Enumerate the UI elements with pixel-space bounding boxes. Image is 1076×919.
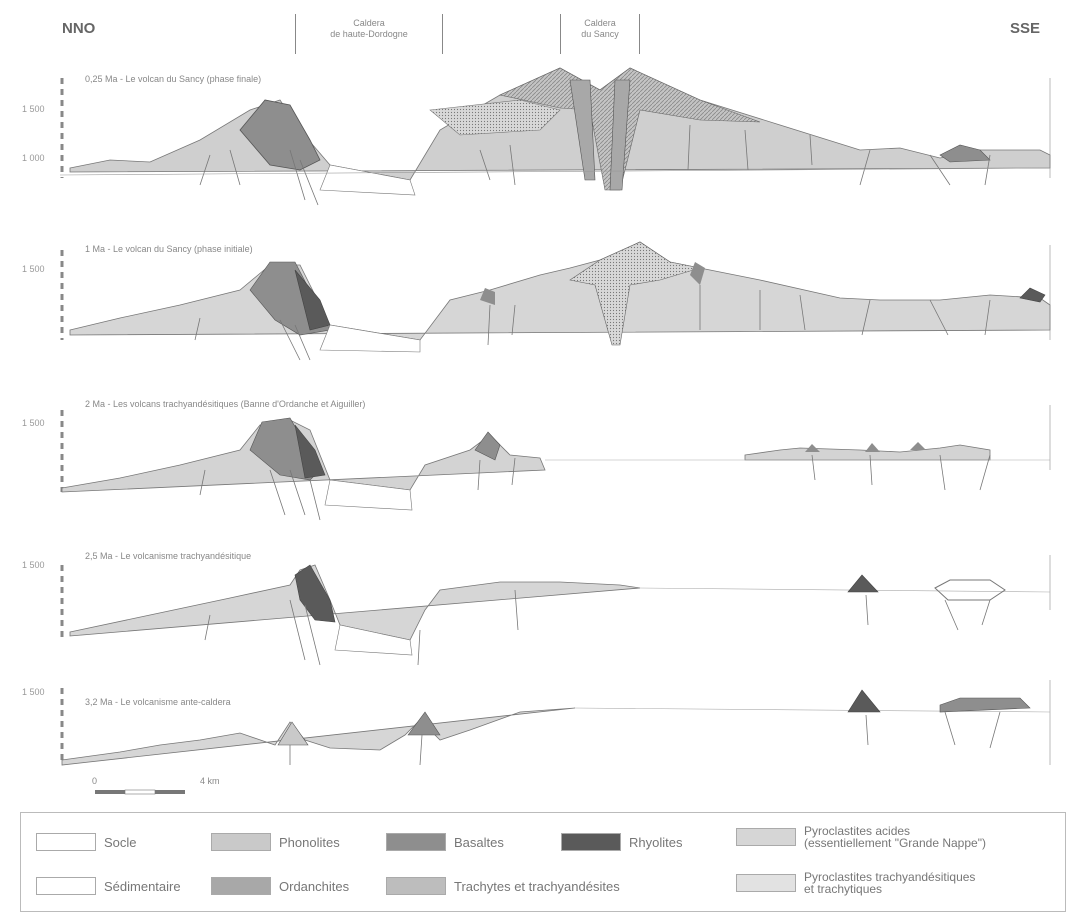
legend-label-trachytes: Trachytes et trachyandésites — [454, 879, 620, 894]
legend-label-sedimentaire: Sédimentaire — [104, 879, 181, 894]
legend-label-pyroclastites-trachy: Pyroclastites trachyandésitiques et trac… — [804, 871, 975, 895]
legend-swatch-ordanchites — [211, 877, 271, 895]
legend-item-trachytes: Trachytes et trachyandésites — [386, 877, 620, 895]
legend-item-basaltes: Basaltes — [386, 833, 504, 851]
section-3-drawing — [62, 405, 1050, 520]
legend-swatch-trachytes — [386, 877, 446, 895]
section-4-drawing — [62, 555, 1050, 665]
section-2-drawing — [62, 242, 1050, 360]
section-2-altitude-1500: 1 500 — [22, 264, 45, 274]
section-5-title: 3,2 Ma - Le volcanisme ante-caldera — [85, 697, 231, 707]
section-3-altitude-1500: 1 500 — [22, 418, 45, 428]
legend-swatch-phonolites — [211, 833, 271, 851]
legend-item-socle: Socle — [36, 833, 137, 851]
legend-item-ordanchites: Ordanchites — [211, 877, 349, 895]
legend-label-phonolites: Phonolites — [279, 835, 340, 850]
legend: Socle Phonolites Basaltes Rhyolites Pyro… — [20, 812, 1066, 912]
legend-swatch-basaltes — [386, 833, 446, 851]
legend-item-rhyolites: Rhyolites — [561, 833, 682, 851]
legend-swatch-pyroclastites-trachy — [736, 874, 796, 892]
legend-label-pyroclastites-trachy-line2: et trachytiques — [804, 883, 975, 895]
scale-bar — [95, 790, 185, 794]
legend-label-rhyolites: Rhyolites — [629, 835, 682, 850]
section-1-altitude-1000: 1 000 — [22, 153, 45, 163]
section-5-altitude-1500: 1 500 — [22, 687, 45, 697]
legend-item-phonolites: Phonolites — [211, 833, 340, 851]
legend-swatch-pyroclastites-acides — [736, 828, 796, 846]
section-4-title: 2,5 Ma - Le volcanisme trachyandésitique — [85, 551, 251, 561]
section-2-title: 1 Ma - Le volcan du Sancy (phase initial… — [85, 244, 253, 254]
section-5-drawing — [62, 680, 1050, 765]
legend-item-pyroclastites-trachy: Pyroclastites trachyandésitiques et trac… — [736, 871, 975, 895]
legend-item-sedimentaire: Sédimentaire — [36, 877, 181, 895]
legend-swatch-sedimentaire — [36, 877, 96, 895]
legend-label-socle: Socle — [104, 835, 137, 850]
legend-label-ordanchites: Ordanchites — [279, 879, 349, 894]
scale-start-label: 0 — [92, 776, 97, 786]
legend-item-pyroclastites-acides: Pyroclastites acides (essentiellement "G… — [736, 825, 986, 849]
scale-end-label: 4 km — [200, 776, 220, 786]
section-1-title: 0,25 Ma - Le volcan du Sancy (phase fina… — [85, 74, 261, 84]
legend-label-basaltes: Basaltes — [454, 835, 504, 850]
section-1-drawing — [60, 68, 1050, 205]
legend-swatch-socle — [36, 833, 96, 851]
legend-swatch-rhyolites — [561, 833, 621, 851]
section-3-title: 2 Ma - Les volcans trachyandésitiques (B… — [85, 399, 365, 409]
legend-label-pyroclastites-acides: Pyroclastites acides (essentiellement "G… — [804, 825, 986, 849]
section-4-altitude-1500: 1 500 — [22, 560, 45, 570]
section-1-altitude-1500: 1 500 — [22, 104, 45, 114]
legend-label-pyroclastites-acides-line2: (essentiellement "Grande Nappe") — [804, 837, 986, 849]
